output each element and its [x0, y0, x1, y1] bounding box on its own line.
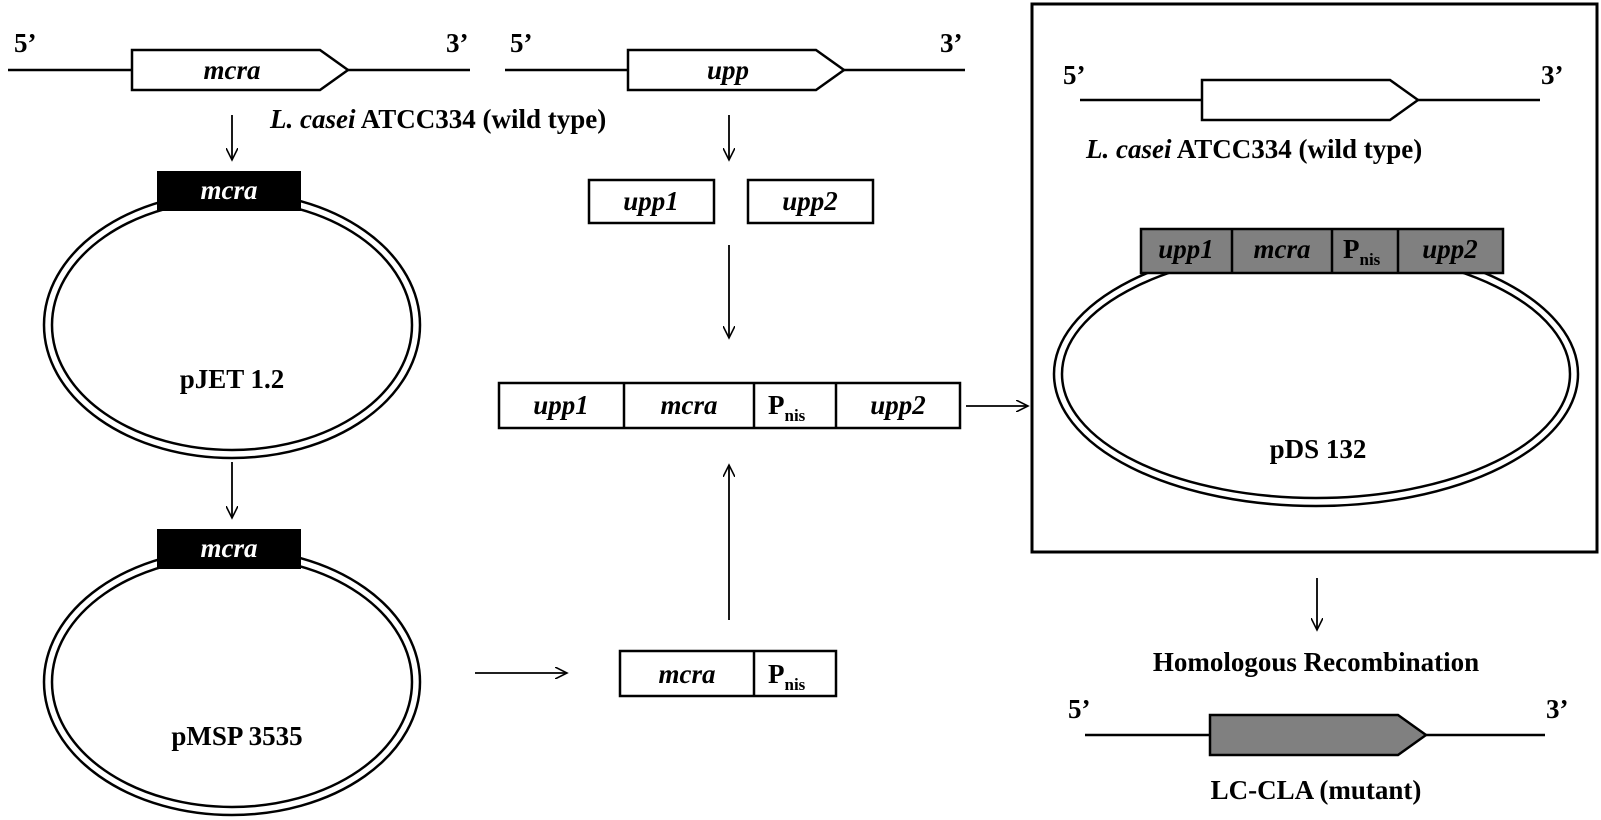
three-prime-label: 3’	[940, 28, 963, 58]
upp1-fragment	[587, 178, 716, 225]
five-prime-label: 5’	[510, 28, 533, 58]
pds-panel-border	[1030, 2, 1599, 554]
three-prime-label: 3’	[446, 28, 469, 58]
three-prime-label: 3’	[1541, 60, 1564, 90]
construct-upp2-label: upp2	[870, 390, 926, 420]
pds-panel: 5’ 3’ L. casei ATCC334 (wild type) upp1 …	[1052, 60, 1580, 508]
mcra-insert-marker	[157, 171, 301, 211]
upp1-label: upp1	[623, 186, 679, 216]
cassette-mcra-label: mcra	[659, 659, 716, 689]
upp-fragments: upp1 upp2	[587, 178, 875, 225]
construct-upp1-label: upp1	[533, 390, 589, 420]
mutant-label: LC-CLA (mutant)	[1211, 775, 1422, 805]
mcra-insert-label: mcra	[201, 175, 258, 205]
plasmid-pmsp: mcra pMSP 3535	[42, 529, 422, 817]
five-prime-label: 5’	[1063, 60, 1086, 90]
mutant-gene-arrow	[1208, 713, 1429, 757]
mcra-gene-label: mcra	[204, 55, 261, 85]
plasmid-pjet: mcra pJET 1.2	[42, 171, 422, 460]
cassette-pnis-label: Pnis	[768, 659, 806, 694]
mcra-gene-strand: mcra 5’ 3’	[8, 28, 470, 92]
wild-type-gene-arrow	[1200, 78, 1421, 122]
insert-upp2-label: upp2	[1422, 234, 1478, 264]
wild-type-caption: L. casei ATCC334 (wild type)	[269, 104, 606, 134]
three-prime-label: 3’	[1546, 694, 1569, 724]
upp-gene-strand: upp 5’ 3’	[505, 28, 965, 92]
pds-insert: upp1 mcra Pnis upp2	[1139, 227, 1505, 275]
plasmid-pmsp-label: pMSP 3535	[171, 721, 302, 751]
construct-pnis-label: Pnis	[768, 390, 806, 425]
five-prime-label: 5’	[1068, 694, 1091, 724]
plasmid-pds-label: pDS 132	[1270, 434, 1367, 464]
mcra-pnis-cassette: mcra Pnis	[618, 649, 838, 698]
insert-mcra-label: mcra	[1254, 234, 1311, 264]
five-prime-label: 5’	[14, 28, 37, 58]
wild-type-caption: L. casei ATCC334 (wild type)	[1085, 134, 1422, 164]
upp2-fragment	[746, 178, 875, 225]
plasmid-pjet-label: pJET 1.2	[180, 364, 285, 394]
construct-mcra-label: mcra	[661, 390, 718, 420]
assembled-construct: upp1 mcra Pnis upp2	[497, 381, 962, 430]
mutant-strand: 5’ 3’	[1068, 694, 1569, 757]
insert-pnis-label: Pnis	[1343, 234, 1381, 269]
recombination-label: Homologous Recombination	[1153, 647, 1479, 677]
upp-gene-label: upp	[707, 55, 749, 85]
mcra-gene-arrow	[130, 48, 351, 92]
mcra-insert-label: mcra	[201, 533, 258, 563]
mcra-insert-marker	[157, 529, 301, 569]
insert-upp1-label: upp1	[1158, 234, 1214, 264]
upp-gene-arrow	[626, 48, 847, 92]
upp2-label: upp2	[782, 186, 838, 216]
